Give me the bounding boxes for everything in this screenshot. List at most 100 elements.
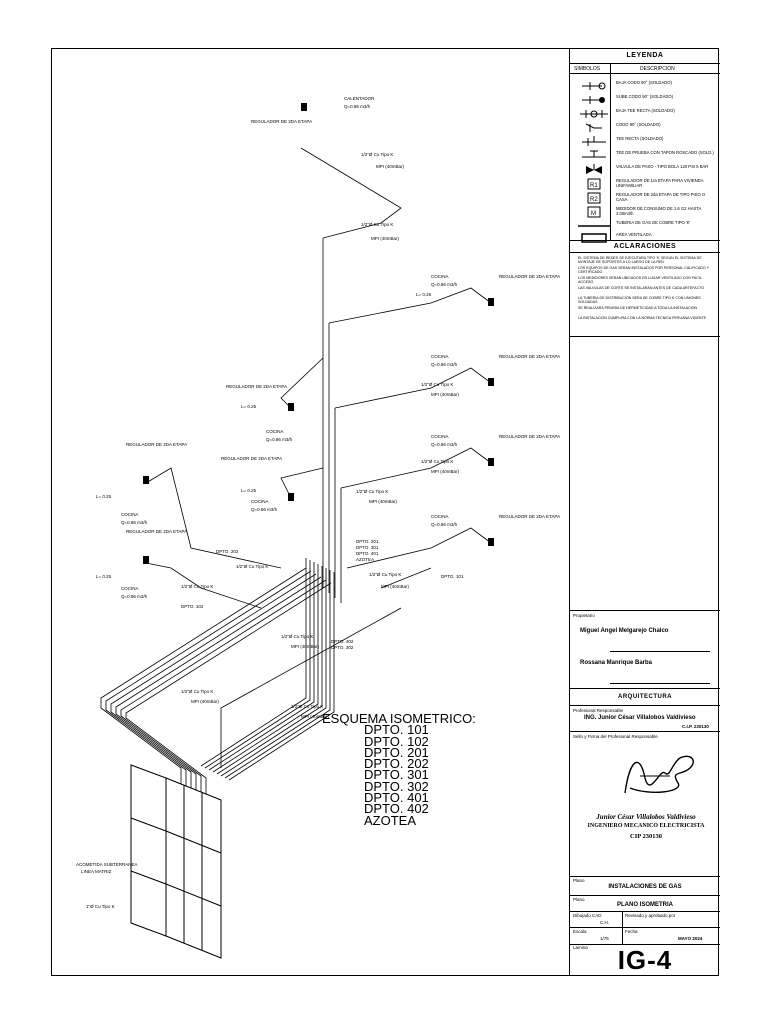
sheet-name-label: Plano: [573, 897, 585, 902]
label-regulador-6: REGULADOR DE 2DA ETAPA: [221, 456, 282, 461]
dpto-list-item: DPTO. 101: [364, 722, 429, 738]
label-regulador-1: REGULADOR DE 2DA ETAPA: [499, 274, 560, 279]
dpto-list-item: DPTO. 402: [364, 801, 429, 817]
codo-icon: [585, 123, 602, 132]
label-pipe-10: 1/2"Ø Cu Tipo K: [181, 689, 213, 694]
label-mpi-8: MPI (40mBar): [381, 584, 410, 589]
owner-label: Propietario: [573, 613, 595, 618]
owner-signature-line-1: [610, 651, 710, 652]
label-azotea: AZOTEA: [356, 557, 374, 562]
legend-item-text: AREA VENTILADA: [616, 232, 652, 237]
legend-item-text: MEDIDOR DE CONSUMO DE 1.6 G2 HASTA 3.00m…: [616, 206, 702, 216]
note-item: LA TUBERIA DE DISTRIBUCION SERA DE COBRE…: [578, 296, 701, 305]
device-symbols: [143, 103, 494, 564]
label-mpi-4: MPI (40mBar): [431, 469, 460, 474]
label-pipe-8: 1/2"Ø Cu Tipo K: [369, 572, 401, 577]
legend-item: TEE DE PRUEBA CON TAPON ROSCADO (SOLD.): [570, 150, 720, 164]
dibujo-label: Dibujado CAD: [573, 913, 602, 918]
label-regulador-5: REGULADOR DE 2DA ETAPA: [226, 384, 287, 389]
label-caudal-4: Q=0.86 m3/h: [431, 522, 458, 527]
label-caudal-2: Q=0.86 m3/h: [431, 362, 458, 367]
owner-name-2: Rossana Manrique Barba: [580, 660, 653, 666]
label-mpi-11: MPI (40mBar): [301, 714, 330, 719]
label-le-5: L= 0.25: [96, 574, 112, 579]
legend-item-text: SUBE CODO 90° (SOLDADO): [616, 94, 674, 99]
label-pipe-2: 1/2"Ø Cu Tipo K: [361, 222, 393, 227]
dpto-list-item: DPTO. 301: [364, 767, 429, 783]
label-regulador-3: REGULADOR DE 2DA ETAPA: [499, 434, 560, 439]
label-cocina-4: COCINA: [431, 514, 449, 519]
label-regulador-4: REGULADOR DE 2DA ETAPA: [499, 514, 560, 519]
seal-label: Sello y Firma del Profesional Responsabl…: [573, 734, 658, 739]
label-cocina-3: COCINA: [431, 434, 449, 439]
project-label: Plano: [573, 878, 585, 883]
label-pipe-7: 1/2"Ø Cu Tipo K: [181, 584, 213, 589]
label-cocina-2: COCINA: [431, 354, 449, 359]
tuberia-icon: [578, 225, 610, 227]
legend-item: VALVULA DE PASO - TIPO BOLA 120 PSI 5 BA…: [570, 164, 720, 178]
note-item: LAS VALVULAS DE CORTE SE INSTALARAN ANTE…: [578, 286, 705, 290]
label-regulador-8: REGULADOR DE 2DA ETAPA: [126, 529, 187, 534]
owner-name-1: Miguel Angel Melgarejo Chalco: [580, 628, 669, 634]
label-mpi-9: MPI (40mBar): [291, 644, 320, 649]
label-acometida: ACOMETIDA SUBTERRANEA: [76, 862, 138, 867]
dpto-list-item: DPTO. 401: [364, 790, 429, 806]
revisado-label: Revisado y aprobado por: [625, 913, 676, 918]
project-top-line: [570, 876, 720, 877]
legend-item: CODO 90° (SOLDADO): [570, 122, 720, 136]
label-calentador-caudal: Q=0.86 m3/h: [344, 104, 371, 109]
note-item: LOS EQUIPOS DE GAS SERAN INSTALADOS POR …: [578, 266, 710, 275]
legend-item: BAJA CODO 90° (SOLDADO): [570, 80, 720, 94]
legend-item-text: CODO 90° (SOLDADO): [616, 122, 661, 127]
label-pipe-4: 1/2"Ø Cu Tipo K: [421, 459, 453, 464]
label-caudal-7: Q=0.86 m3/h: [121, 520, 148, 525]
responsible-label: Profesional Responsable: [573, 708, 624, 713]
dpto-list-item: DPTO. 202: [364, 756, 429, 772]
legend-item: SUBE CODO 90° (SOLDADO): [570, 94, 720, 108]
label-pipe-5: 1/2"Ø Cu Tipo K: [356, 489, 388, 494]
legend-item-text: REGULADOR DE 1ra ETAPA PARA VIVIENDA UNI…: [616, 178, 704, 188]
label-caudal-8: Q=0.86 m3/h: [121, 594, 148, 599]
legend-bottom-line: [570, 240, 720, 241]
label-cocina-8: COCINA: [121, 586, 139, 591]
legend-item-text: REGULADOR DE 2da ETAPA DE TIPO PISO O CA…: [616, 192, 706, 202]
label-mpi-5: MPI (40mBar): [369, 499, 398, 504]
label-cocina-1: COCINA: [431, 274, 449, 279]
isometric-drawing: CALENTADOR Q=0.86 m3/h REGULADOR DE 2DA …: [51, 48, 569, 976]
svg-text:R1: R1: [590, 183, 598, 189]
isometric-title-block: ESQUEMA ISOMETRICO: DPTO. 101 DPTO. 102 …: [322, 712, 476, 827]
legend-item: R2 REGULADOR DE 2da ETAPA DE TIPO PISO O…: [570, 192, 720, 206]
owner-top-line: [570, 610, 720, 611]
label-mpi-10: MPI (40mBar): [191, 699, 220, 704]
title-block: LEYENDA SIMBOLOS DESCRIPCION BAJA CODO 9…: [569, 48, 720, 976]
notes-title: ACLARACIONES: [570, 241, 720, 253]
label-regulador-top: REGULADOR DE 2DA ETAPA: [251, 119, 312, 124]
legend-item-text: VALVULA DE PASO - TIPO BOLA 120 PSI 5 BA…: [616, 164, 709, 169]
note-item: SE REALIZARA PRUEBA DE HERMETICIDAD A TO…: [578, 306, 698, 310]
stamp-name: Junior César Villalobos Valdivieso: [596, 813, 696, 821]
project-value: INSTALACIONES DE GAS: [608, 884, 682, 890]
label-acometida-sub: LINEA MATRIZ: [81, 869, 112, 874]
tee-prueba-icon: [582, 150, 606, 158]
label-pipe-3: 1/2"Ø Cu Tipo K: [421, 382, 453, 387]
label-pipe-11: 1/2"Ø Cu Tipo K: [291, 704, 323, 709]
lamina-label: Lamina: [573, 945, 588, 950]
dpto-list-item: DPTO. 302: [364, 778, 429, 794]
meta-divider: [622, 911, 623, 945]
sheet-name-value: PLANO ISOMETRIA: [616, 902, 673, 908]
legend-item-text: BAJA TEE RECTA (SOLDADO): [616, 108, 675, 113]
label-dpto-402: DPTO. 402: [331, 639, 354, 644]
isometric-svg: CALENTADOR Q=0.86 m3/h REGULADOR DE 2DA …: [76, 96, 560, 959]
label-cocina-5: COCINA: [266, 429, 284, 434]
label-caudal-3: Q=0.86 m3/h: [431, 442, 458, 447]
label-pipe-main: 1"Ø Cu Tipo K: [86, 904, 115, 909]
stamp-cip: CIP 230130: [630, 833, 662, 840]
label-le-4: L= 0.25: [96, 494, 112, 499]
medidor-icon: M: [587, 206, 601, 218]
note-item: EL SISTEMA DE REDES SE EJECUTARA TIPO 'K…: [578, 256, 702, 265]
sheet-name-bottom-line: [570, 911, 720, 912]
area-ventilada-icon: [581, 233, 607, 243]
fecha-value: MAYO 2024: [678, 936, 703, 941]
specialty: ARQUITECTURA: [570, 688, 720, 706]
label-dpto-302: DPTO. 302: [331, 645, 354, 650]
